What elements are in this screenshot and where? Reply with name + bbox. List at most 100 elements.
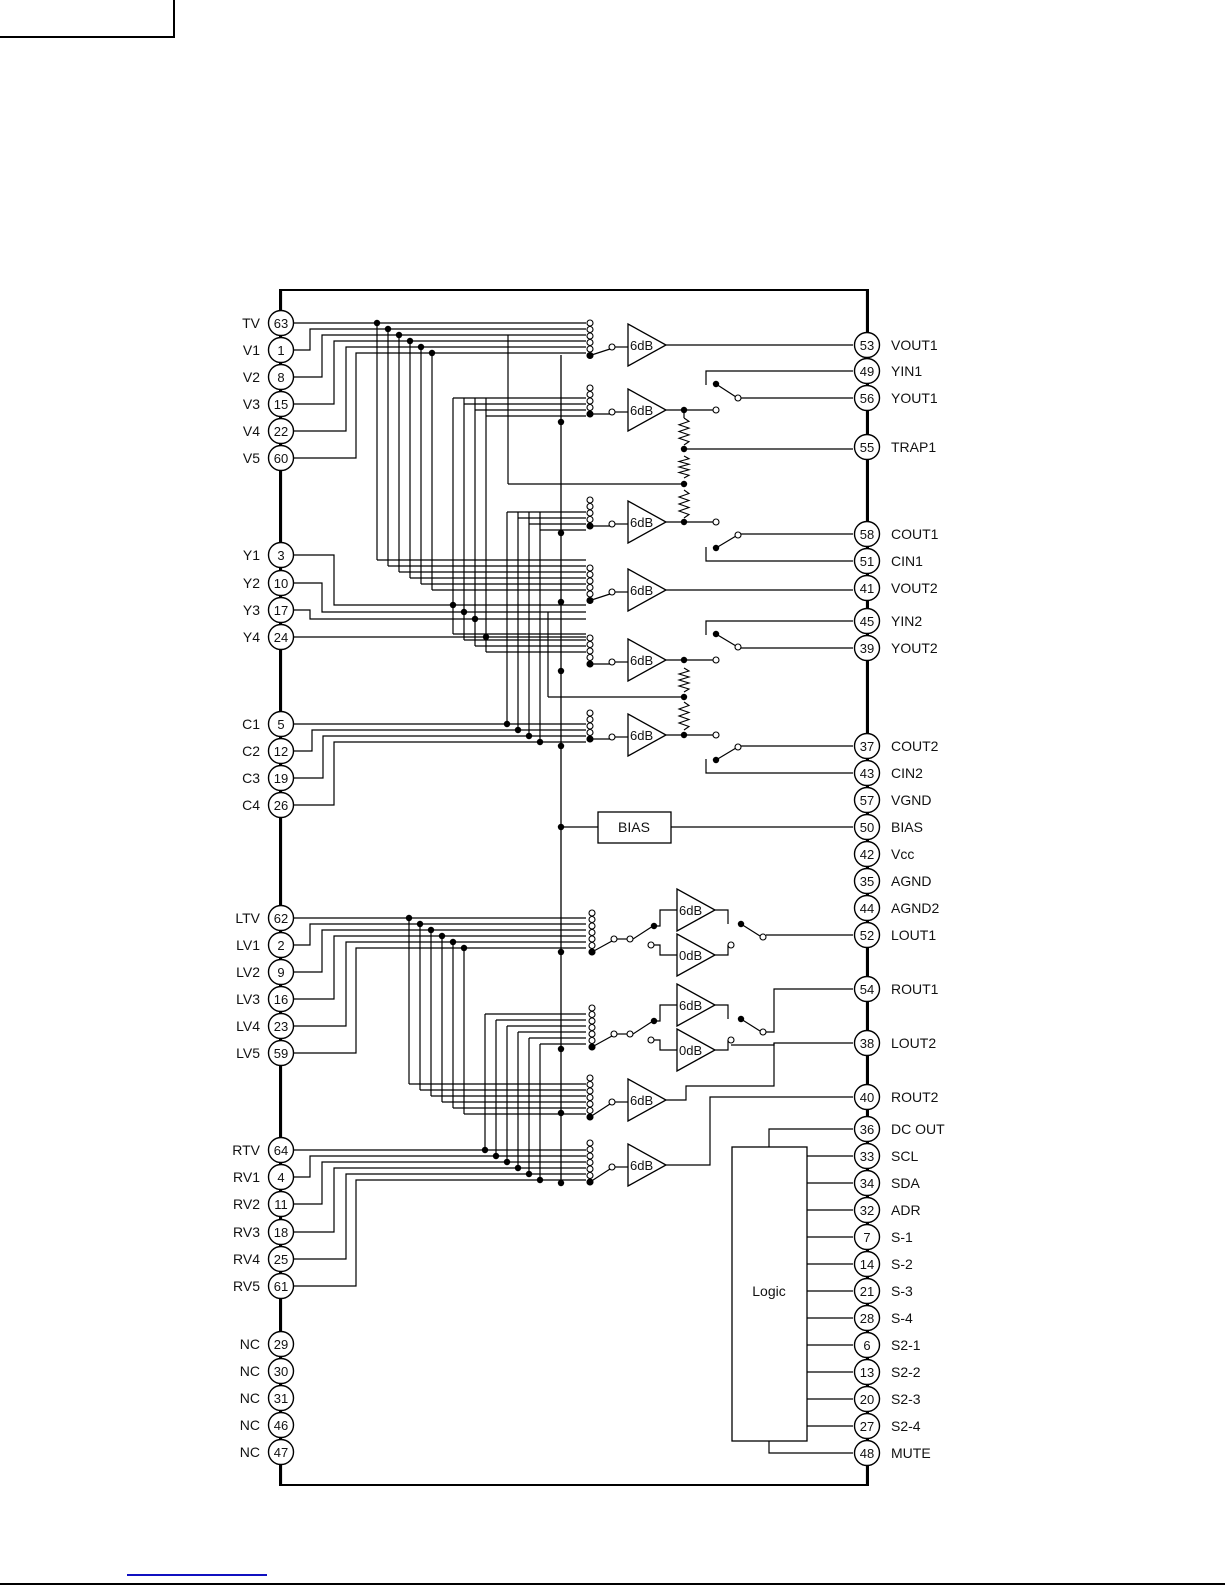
- pin-number: 27: [860, 1419, 874, 1434]
- pin-label: VGND: [891, 792, 931, 808]
- switch-contact: [586, 640, 594, 649]
- wire: [294, 735, 586, 779]
- wire: [294, 1179, 586, 1287]
- pin-number: 31: [274, 1391, 288, 1406]
- pin-circle: [853, 921, 881, 949]
- junction-dot: [712, 756, 720, 764]
- junction-dot: [586, 1113, 594, 1121]
- switch-contact: [734, 643, 742, 651]
- pin-number: 41: [860, 581, 874, 596]
- pin-number: 17: [274, 603, 288, 618]
- pin-label: RV1: [233, 1169, 260, 1185]
- pin-vout2-41: 41 VOUT2: [853, 574, 938, 602]
- pin-number: 54: [860, 982, 874, 997]
- pin-number: 3: [277, 548, 284, 563]
- amplifier-gain-label: 6dB: [630, 403, 653, 418]
- pin-label: CIN1: [891, 553, 923, 569]
- pin-number: 47: [274, 1445, 288, 1460]
- switch-contact: [588, 1010, 596, 1019]
- switch-contact: [759, 1028, 767, 1036]
- switch-contact: [588, 1004, 596, 1012]
- wire: [591, 940, 613, 953]
- pin-circle: [267, 417, 295, 445]
- pin-label: COUT2: [891, 738, 939, 754]
- wire: [715, 633, 737, 647]
- switch-contact: [586, 1106, 594, 1115]
- pin-label: YIN2: [891, 613, 922, 629]
- amplifier-triangle: [676, 932, 717, 978]
- switch-contact: [586, 1100, 594, 1108]
- switch-contact: [586, 1165, 594, 1173]
- switch-contact: [586, 397, 594, 405]
- pin-number: 33: [860, 1149, 874, 1164]
- pin-number: 53: [860, 338, 874, 353]
- junction-dot: [460, 608, 468, 616]
- switch-contact: [588, 1017, 596, 1025]
- pin-y1-3: 3Y1: [243, 541, 295, 569]
- pin-circle: [267, 390, 295, 418]
- pin-number: 7: [863, 1230, 870, 1245]
- junction-dot: [586, 522, 594, 530]
- pin-label: DC OUT: [891, 1121, 945, 1137]
- junction-dot: [586, 1178, 594, 1186]
- rout1-amp-6: 6dB: [676, 982, 717, 1028]
- switch-contact: [608, 343, 616, 351]
- junction-dot: [536, 1176, 544, 1184]
- pin-label: S-4: [891, 1310, 913, 1326]
- switch-contact: [626, 935, 634, 943]
- pin-circle: [853, 331, 881, 359]
- pin-circle: [267, 1190, 295, 1218]
- pin-circle: [267, 764, 295, 792]
- junction-dot: [680, 731, 688, 739]
- wire: [677, 701, 691, 731]
- pin-label: YIN1: [891, 363, 922, 379]
- amplifier-gain-label: 0dB: [679, 948, 702, 963]
- pin-label: S-2: [891, 1256, 913, 1272]
- wire: [740, 923, 761, 937]
- pin-label: TV: [242, 315, 261, 331]
- pin-number: 18: [274, 1225, 288, 1240]
- pin-number: 48: [860, 1446, 874, 1461]
- junction-dot: [557, 529, 565, 537]
- pin-label: VOUT2: [891, 580, 938, 596]
- pin-circle: [267, 1438, 295, 1466]
- pin-number: 8: [277, 370, 284, 385]
- amplifier-gain-label: 6dB: [630, 1093, 653, 1108]
- pin-label: MUTE: [891, 1445, 931, 1461]
- junction-dot: [557, 742, 565, 750]
- wire: [715, 383, 737, 398]
- pin-v1-1: 1V1: [243, 336, 295, 364]
- amplifier-triangle: [676, 982, 717, 1028]
- wire: [589, 1103, 611, 1118]
- footer-link-underline[interactable]: [127, 1574, 267, 1576]
- pin-circle: [267, 1272, 295, 1300]
- junction-dot: [514, 726, 522, 734]
- pin-number: 49: [860, 364, 874, 379]
- pin-label: YOUT1: [891, 390, 938, 406]
- wire: [294, 1155, 586, 1178]
- pin-label: LV5: [236, 1045, 260, 1061]
- pin-label: RV3: [233, 1224, 260, 1240]
- junction-dot: [557, 1045, 565, 1053]
- wire: [294, 554, 586, 606]
- pin-number: 21: [860, 1284, 874, 1299]
- pin-circle: [853, 634, 881, 662]
- switch-contact: [586, 509, 594, 517]
- pin-number: 20: [860, 1392, 874, 1407]
- pin-number: 11: [274, 1197, 288, 1212]
- wire: [731, 1042, 853, 1046]
- junction-dot: [536, 738, 544, 746]
- wire: [294, 741, 586, 806]
